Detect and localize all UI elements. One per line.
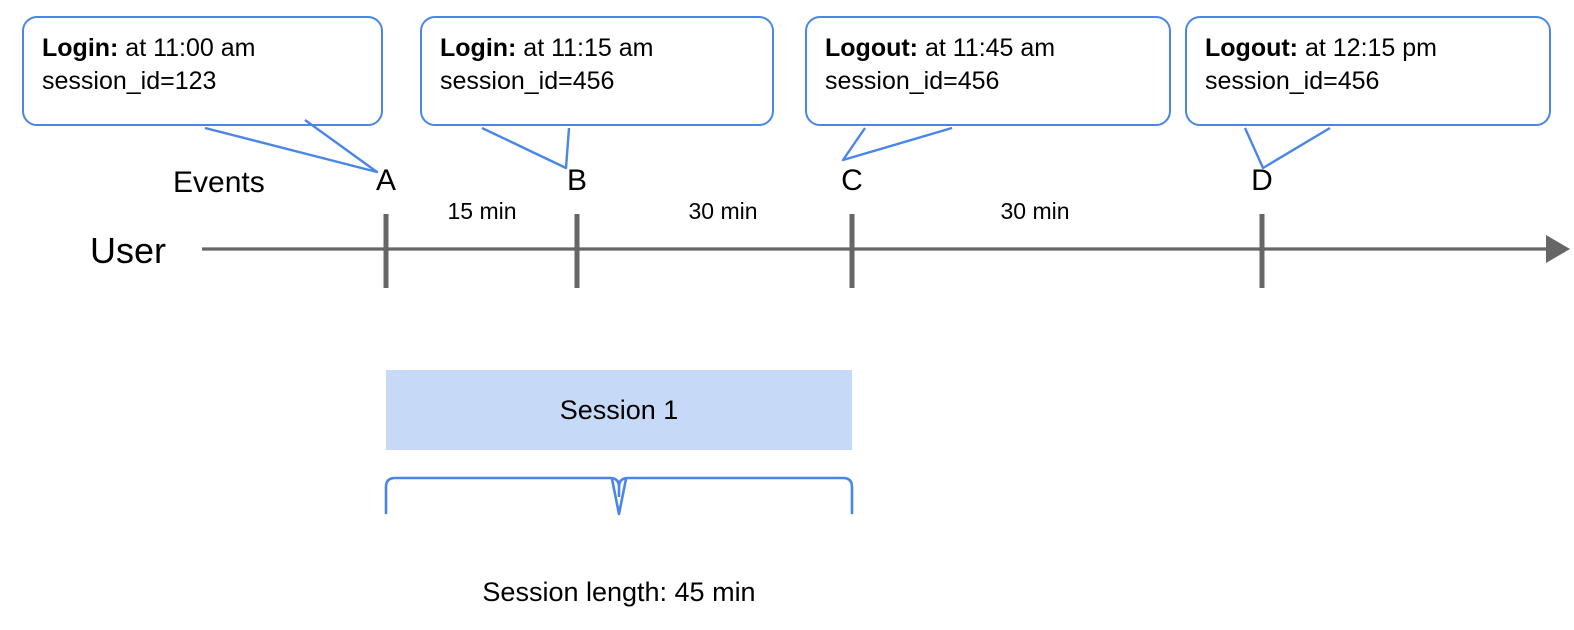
callout-event-time: at 11:00 am [118, 34, 256, 62]
marker-label-c: C [841, 164, 863, 197]
callout-event-c: Logout: at 11:45 am session_id=456 [805, 16, 1171, 126]
timeline-arrow-head [1546, 235, 1570, 263]
marker-label-b: B [566, 164, 588, 197]
callout-event-name: Logout: [1205, 34, 1299, 62]
interval-label-b-c: 30 min [688, 198, 758, 224]
row-label-user: User [90, 230, 167, 271]
callout-line-1: Login: at 11:00 am [42, 32, 365, 65]
callout-event-time: at 12:15 pm [1298, 34, 1437, 62]
callout-session-id: session_id=456 [1205, 67, 1380, 95]
callout-event-b: Login: at 11:15 am session_id=456 [420, 16, 774, 126]
callout-tail-c [841, 126, 953, 162]
session-length-brace-pointer [610, 478, 628, 516]
session-length-caption: Session length: 45 min [482, 577, 756, 607]
callout-line-1: Login: at 11:15 am [440, 32, 756, 65]
row-label-events: Events [173, 166, 265, 199]
callout-tail-d [1243, 126, 1331, 170]
session-bar-label: Session 1 [559, 394, 679, 425]
callout-line-1: Logout: at 12:15 pm [1205, 32, 1533, 65]
marker-label-d: D [1251, 164, 1273, 197]
marker-label-a: A [375, 164, 397, 197]
callout-session-id: session_id=123 [42, 67, 217, 95]
callout-event-time: at 11:45 am [918, 34, 1056, 62]
callout-line-1: Logout: at 11:45 am [825, 32, 1153, 65]
callout-event-name: Login: [440, 34, 517, 62]
session-bar: Session 1 [386, 370, 852, 450]
callout-event-a: Login: at 11:00 am session_id=123 [22, 16, 383, 126]
interval-label-c-d: 30 min [1000, 198, 1070, 224]
callout-session-id: session_id=456 [825, 67, 1000, 95]
interval-label-a-b: 15 min [447, 198, 517, 224]
callout-tail-b [481, 126, 571, 170]
callout-session-id: session_id=456 [440, 67, 615, 95]
callout-tail-a [204, 119, 379, 174]
session-length-brace [384, 476, 854, 515]
callout-event-d: Logout: at 12:15 pm session_id=456 [1185, 16, 1551, 126]
callout-event-name: Login: [42, 34, 119, 62]
callout-event-name: Logout: [825, 34, 919, 62]
callout-event-time: at 11:15 am [516, 34, 654, 62]
